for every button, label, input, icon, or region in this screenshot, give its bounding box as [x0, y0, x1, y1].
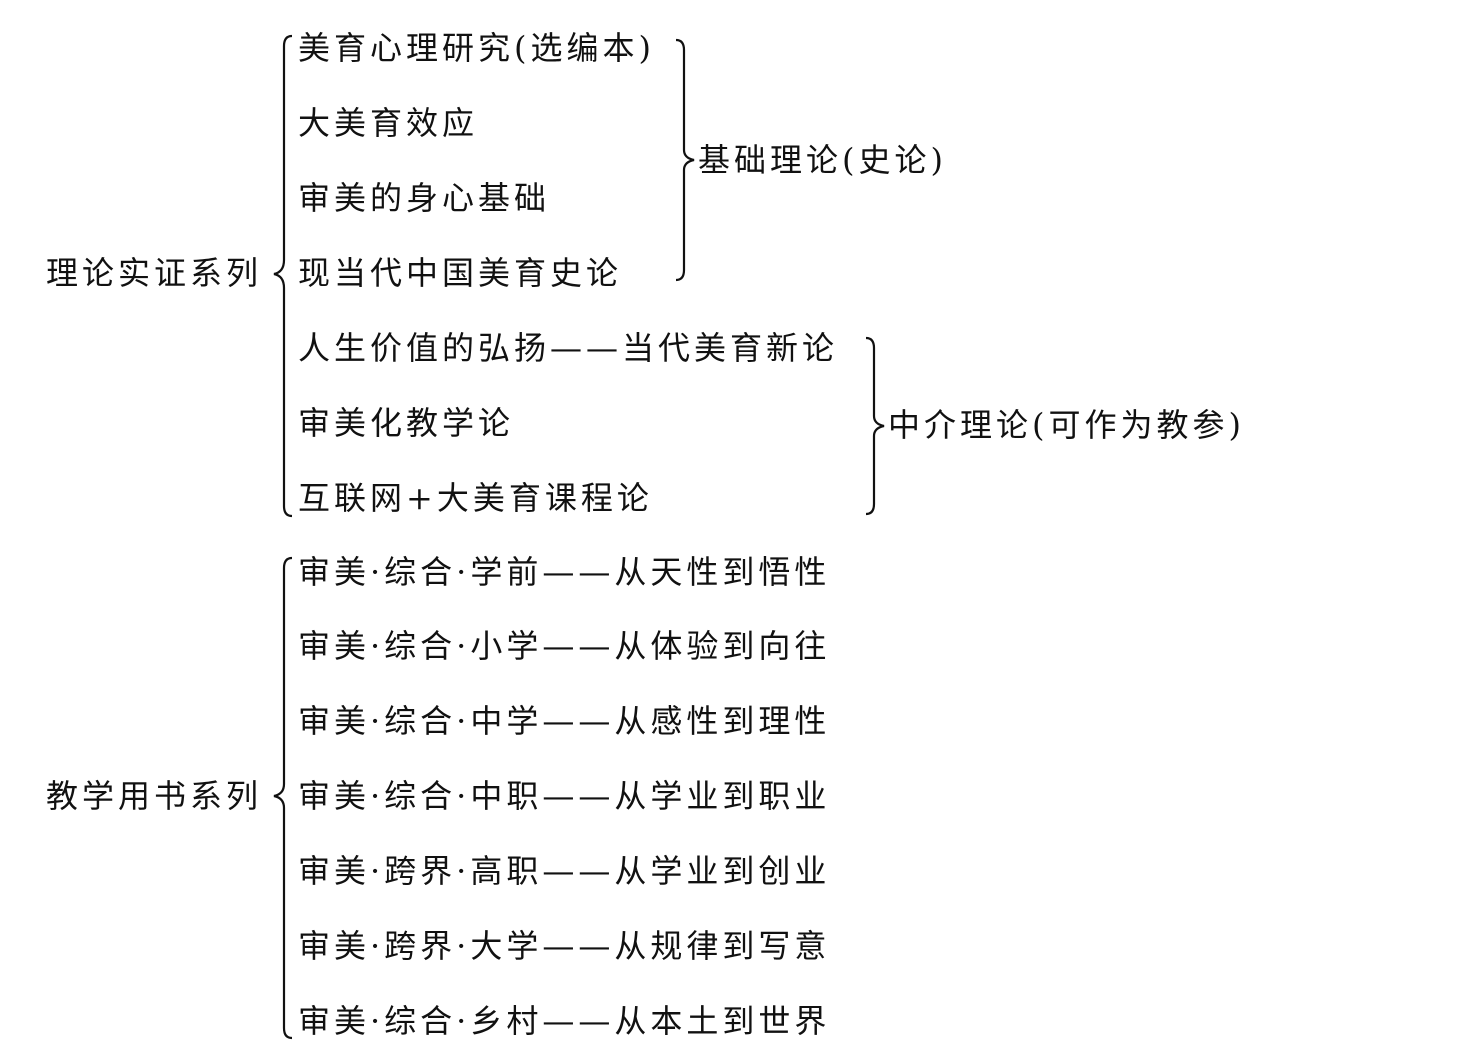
list-item: 审美化教学论	[298, 404, 515, 442]
left-brace-theory-series	[273, 34, 293, 518]
list-item: 美育心理研究(选编本)	[298, 29, 655, 67]
list-item: 审美·综合·乡村——从本土到世界	[298, 1002, 831, 1040]
list-item: 人生价值的弘扬——当代美育新论	[298, 329, 839, 367]
right-brace-intermediary-theory	[865, 336, 885, 516]
list-item: 审美·跨界·高职——从学业到创业	[298, 852, 831, 890]
subgroup-label-basic-theory: 基础理论(史论)	[698, 141, 947, 179]
list-item: 审美·综合·学前——从天性到悟性	[298, 553, 831, 591]
list-item: 大美育效应	[298, 104, 479, 142]
right-brace-basic-theory	[675, 38, 695, 282]
list-item: 审美·综合·中职——从学业到职业	[298, 777, 831, 815]
group-label-theory-series: 理论实证系列	[46, 254, 263, 292]
list-item: 审美·综合·中学——从感性到理性	[298, 702, 831, 740]
list-item: 审美·跨界·大学——从规律到写意	[298, 927, 831, 965]
list-item: 互联网+大美育课程论	[298, 479, 653, 517]
left-brace-teaching-series	[273, 556, 293, 1040]
subgroup-label-intermediary-theory: 中介理论(可作为教参)	[888, 406, 1245, 444]
list-item: 审美的身心基础	[298, 179, 551, 217]
list-item: 现当代中国美育史论	[298, 254, 623, 292]
group-label-teaching-series: 教学用书系列	[46, 777, 263, 815]
list-item: 审美·综合·小学——从体验到向往	[298, 627, 831, 665]
